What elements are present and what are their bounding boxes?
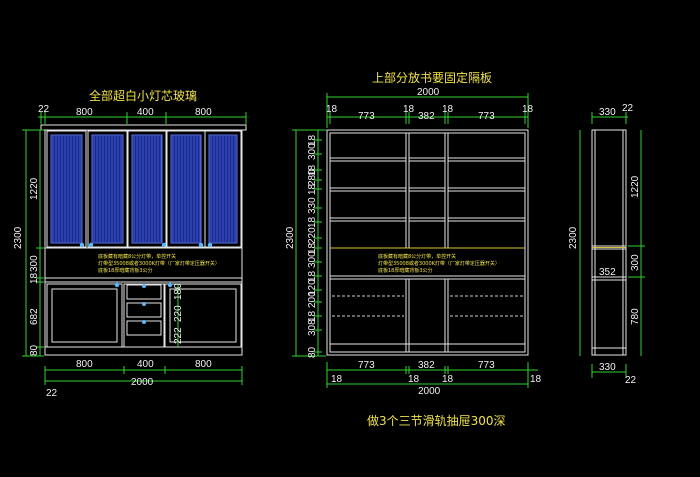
- dim-2000-center-top: 2000: [417, 87, 440, 98]
- dim-18-b1: 18: [331, 374, 343, 385]
- dim-773-c2: 773: [478, 111, 495, 122]
- handle-icon: [161, 242, 167, 248]
- center-note-2: 灯带型35008或者3000K灯带（厂家灯带定压器开关）: [378, 260, 500, 267]
- dim-800-bottom-right: 800: [195, 359, 212, 370]
- dim-382-c: 382: [418, 111, 435, 122]
- dim-300-right: 300: [630, 254, 641, 271]
- dim-1220-left: 1220: [29, 177, 40, 200]
- upper-door-3: [127, 130, 167, 248]
- center-height-dim: 18: [307, 310, 318, 322]
- center-interior-view: 底板藏有暗藏8公分灯带，单控开关 灯带型35008或者3000K灯带（厂家灯带定…: [285, 87, 542, 397]
- dim-800-top-left: 800: [76, 107, 93, 118]
- dim-682-left: 682: [29, 308, 40, 325]
- handle-icon: [79, 242, 85, 248]
- center-height-dim: 280: [307, 169, 318, 186]
- dim-330-right-bottom: 330: [599, 362, 616, 373]
- dim-18-c1: 18: [326, 104, 338, 115]
- dim-773-c1: 773: [358, 111, 375, 122]
- handle-icon: [114, 282, 120, 288]
- dim-400-bottom: 400: [137, 359, 154, 370]
- dim-18-b4: 18: [530, 374, 542, 385]
- center-height-dim: 120: [307, 279, 318, 296]
- center-height-dim: 220: [307, 227, 318, 244]
- center-height-dim: 300: [307, 143, 318, 160]
- dim-22-right-bottom: 22: [625, 375, 637, 386]
- center-height-dim: 18: [307, 164, 318, 176]
- dim-300-left: 300: [29, 255, 40, 272]
- dim-220-drawer: 220: [173, 305, 184, 322]
- dim-330-right-top: 330: [599, 107, 616, 118]
- title-front-glass: 全部超白小灯芯玻璃: [89, 88, 197, 103]
- dim-773-b2: 773: [478, 360, 495, 371]
- crown-molding: [40, 124, 247, 131]
- dim-18-c2: 18: [403, 104, 415, 115]
- cabinet-outline: [44, 129, 243, 356]
- dim-352-right: 352: [599, 267, 616, 278]
- handle-icon: [207, 242, 213, 248]
- title-drawers-note: 做3个三节滑轨抽屉300深: [367, 413, 506, 428]
- dim-2300-left: 2300: [13, 226, 24, 249]
- dim-22-top: 22: [38, 104, 50, 115]
- upper-door-1: [46, 130, 87, 248]
- dim-80-left: 80: [29, 344, 40, 356]
- shelves: [330, 157, 525, 222]
- center-height-dim: 200: [307, 291, 318, 308]
- center-height-dim: 18: [307, 134, 318, 146]
- center-height-dim: 308: [307, 319, 318, 336]
- dim-2000-center-bottom: 2000: [418, 386, 441, 397]
- left-elevation: 底板藏有暗藏8公分灯带，单控开关 灯带型35008或者3000K灯带（厂家灯带定…: [13, 104, 247, 399]
- center-height-dim: 18: [307, 183, 318, 195]
- glass-panels: [50, 134, 238, 244]
- handle-icon: [167, 282, 173, 288]
- handle-icon: [88, 242, 94, 248]
- dim-400-top: 400: [137, 107, 154, 118]
- center-height-dim: 18: [307, 216, 318, 228]
- upper-door-2: [87, 130, 128, 248]
- left-note-2: 灯带型35008或者3000K灯带（厂家灯带定压器开关）: [98, 260, 220, 267]
- handle-icon: [142, 284, 146, 288]
- center-height-dim: 80: [307, 346, 318, 358]
- center-height-dim: 330: [307, 197, 318, 214]
- center-note-3: 底板18厚暗藏背板3公分: [378, 267, 433, 274]
- dim-2300-center: 2300: [285, 226, 296, 249]
- right-side-view: 330 22 2300 1220 300 352 780 330 22: [568, 103, 645, 386]
- dim-800-top-right: 800: [195, 107, 212, 118]
- left-note-1: 底板藏有暗藏8公分灯带，单控开关: [98, 253, 176, 260]
- upper-door-5: [204, 130, 242, 248]
- drawer-stack: [123, 283, 165, 348]
- dim-18-b2: 18: [408, 374, 420, 385]
- side-outline: [591, 129, 627, 356]
- center-note-1: 底板藏有暗藏8公分灯带，单控开关: [378, 253, 456, 260]
- dim-18-c3: 18: [442, 104, 454, 115]
- dim-773-b1: 773: [358, 360, 375, 371]
- dim-222-drawer: 222: [173, 327, 184, 344]
- handle-icon: [142, 320, 146, 324]
- center-height-dim: 18: [307, 270, 318, 282]
- dim-22-right-top: 22: [622, 103, 634, 114]
- dim-1220-right: 1220: [630, 175, 641, 198]
- center-height-dim: 18: [307, 242, 318, 254]
- dim-18-c4: 18: [522, 104, 534, 115]
- dim-18-b3: 18: [442, 374, 454, 385]
- dim-180-drawer: 180: [173, 283, 184, 300]
- handle-icon: [142, 302, 146, 306]
- left-note-3: 底板18厚暗藏背板3公分: [98, 267, 153, 274]
- lower-door-left: [46, 283, 123, 348]
- dim-2000-left: 2000: [131, 377, 154, 388]
- center-height-dim: 300: [307, 251, 318, 268]
- dim-382-b: 382: [418, 360, 435, 371]
- dim-18-left: 18: [29, 272, 40, 284]
- dim-2300-right: 2300: [568, 226, 579, 249]
- dim-22-bottom: 22: [46, 388, 58, 399]
- handle-icon: [198, 242, 204, 248]
- title-shelves-fixed: 上部分放书要固定隔板: [372, 70, 492, 85]
- dim-780-right: 780: [630, 308, 641, 325]
- interior-outline: [326, 129, 529, 356]
- dim-800-bottom-left: 800: [76, 359, 93, 370]
